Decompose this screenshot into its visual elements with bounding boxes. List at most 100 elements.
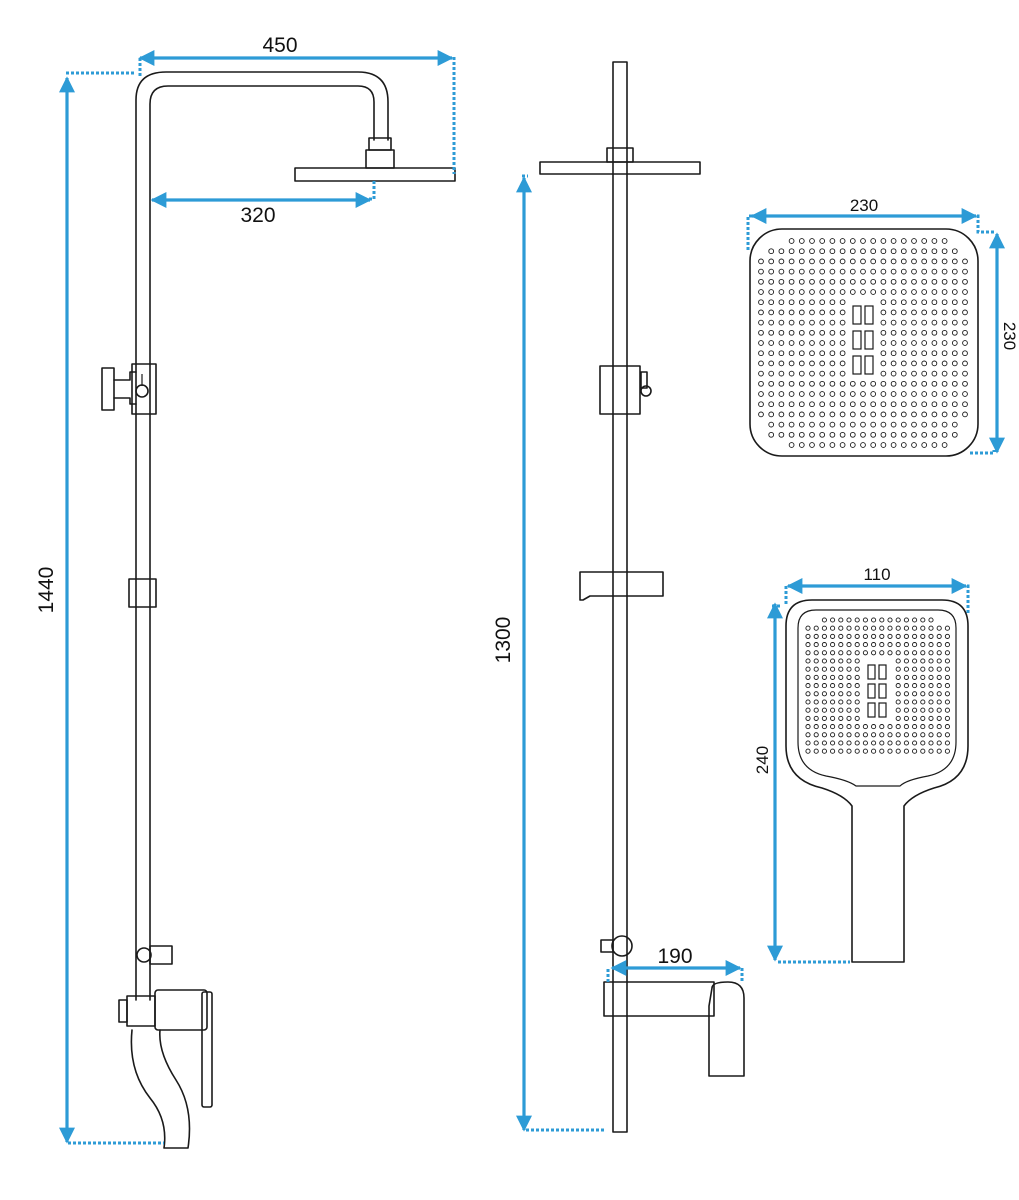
nozzle-hole — [829, 329, 836, 336]
side-hose-connector — [600, 935, 633, 957]
nozzle-hole — [951, 411, 958, 418]
nozzle-hole — [758, 340, 764, 346]
nozzle-hole — [921, 350, 928, 357]
nozzle-hole — [854, 642, 860, 648]
nozzle-hole — [798, 319, 805, 326]
nozzle-hole — [821, 683, 827, 689]
nozzle-hole — [890, 360, 897, 367]
nozzle-hole — [921, 360, 928, 367]
nozzle-hole — [778, 380, 785, 387]
nozzle-hole — [921, 380, 928, 387]
nozzle-hole — [912, 748, 918, 754]
nozzle-hole — [895, 625, 901, 631]
dim-hand-length: 240 — [753, 746, 772, 774]
nozzle-hole — [931, 258, 938, 265]
nozzle-hole — [809, 258, 815, 265]
nozzle-hole — [809, 309, 815, 316]
nozzle-hole — [911, 360, 917, 367]
nozzle-hole — [912, 707, 918, 713]
nozzle-hole — [890, 370, 897, 377]
nozzle-hole — [941, 401, 948, 408]
nozzle-hole — [830, 650, 836, 656]
nozzle-hole — [900, 268, 907, 275]
nozzle-hole — [920, 691, 926, 697]
nozzle-hole — [936, 715, 942, 721]
nozzle-hole — [890, 329, 897, 336]
nozzle-hole — [895, 732, 901, 738]
nozzle-hole — [928, 732, 934, 738]
nozzle-hole — [829, 411, 836, 418]
nozzle-hole — [880, 248, 887, 255]
nozzle-hole — [829, 238, 836, 244]
head-nut — [365, 149, 395, 169]
front-view — [101, 71, 456, 1149]
square-head — [749, 228, 979, 457]
nozzle-hole — [880, 340, 887, 346]
nozzle-hole — [936, 650, 942, 656]
nozzle-hole — [962, 319, 968, 326]
nozzle-hole — [951, 289, 958, 295]
nozzle-hole — [900, 411, 907, 418]
nozzle-hole — [778, 278, 785, 285]
nozzle-hole — [921, 258, 928, 265]
nozzle-hole — [860, 380, 866, 387]
nozzle-hole — [798, 258, 805, 265]
nozzle-hole — [890, 258, 897, 265]
nozzle-hole — [941, 248, 948, 255]
nozzle-hole — [900, 248, 907, 255]
dim-hand-width: 110 — [863, 565, 890, 584]
nozzle-hole — [890, 289, 897, 295]
nozzle-hole — [854, 691, 860, 697]
front-slide-bracket — [128, 578, 157, 608]
nozzle-hole — [829, 258, 836, 265]
nozzle-hole — [903, 691, 909, 697]
nozzle-hole — [821, 633, 827, 639]
nozzle-hole — [819, 248, 826, 255]
nozzle-hole — [880, 329, 887, 336]
nozzle-hole — [839, 299, 846, 306]
nozzle-hole — [768, 380, 775, 387]
nozzle-hole — [903, 683, 909, 689]
nozzle-hole — [880, 299, 887, 306]
nozzle-hole — [880, 319, 887, 326]
nozzle-hole — [839, 289, 846, 295]
nozzle-hole — [819, 238, 826, 244]
nozzle-hole — [911, 278, 917, 285]
nozzle-hole — [900, 278, 907, 285]
nozzle-hole — [880, 278, 887, 285]
nozzle-hole — [951, 391, 958, 397]
nozzle-hole — [778, 401, 785, 408]
nozzle-hole — [813, 691, 819, 697]
nozzle-hole — [860, 391, 866, 397]
nozzle-hole — [854, 674, 860, 680]
nozzle-hole — [912, 650, 918, 656]
nozzle-hole — [936, 699, 942, 705]
nozzle-hole — [941, 289, 948, 295]
nozzle-hole — [758, 380, 764, 387]
nozzle-hole — [900, 289, 907, 295]
nozzle-hole — [805, 633, 811, 639]
nozzle-hole — [839, 391, 846, 397]
nozzle-hole — [890, 278, 897, 285]
side-slide-bracket — [579, 571, 664, 601]
nozzle-hole — [870, 278, 877, 285]
nozzle-hole — [941, 258, 948, 265]
nozzle-hole — [768, 391, 775, 397]
nozzle-hole — [870, 421, 877, 428]
nozzle-hole — [849, 248, 856, 255]
nozzle-hole — [805, 642, 811, 648]
nozzle-hole — [870, 391, 877, 397]
nozzle-hole — [809, 268, 815, 275]
nozzle-hole — [931, 401, 938, 408]
nozzle-hole — [890, 401, 897, 408]
nozzle-hole — [788, 340, 795, 346]
nozzle-hole — [829, 340, 836, 346]
nozzle-hole — [931, 268, 938, 275]
nozzle-hole — [788, 350, 795, 357]
nozzle-hole — [879, 724, 885, 730]
nozzle-hole — [912, 625, 918, 631]
nozzle-hole — [871, 732, 877, 738]
nozzle-hole — [839, 350, 846, 357]
nozzle-hole — [838, 650, 844, 656]
nozzle-hole — [921, 431, 928, 438]
